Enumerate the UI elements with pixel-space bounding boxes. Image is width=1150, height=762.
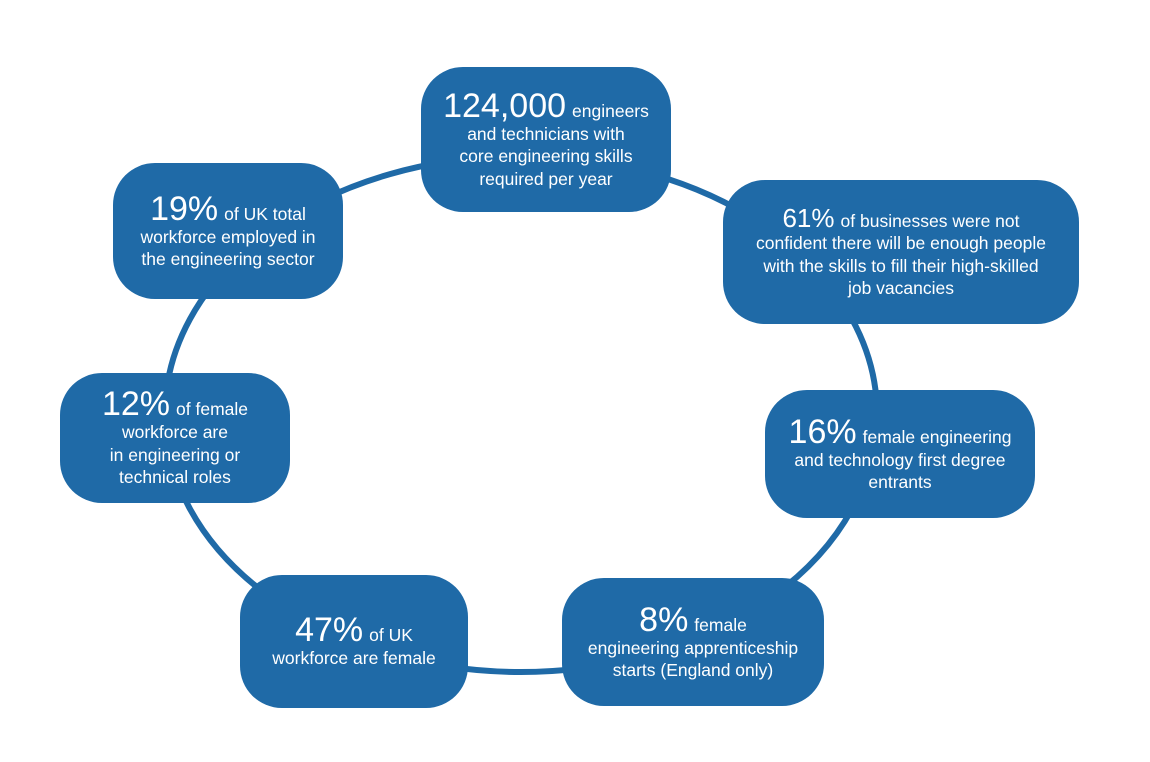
stat-box-female-apprenticeship-starts: 8%female engineering apprenticeship star… [562,578,824,706]
stat-text: technical roles [119,467,231,488]
stat-box-uk-workforce-female: 47%of UK workforce are female [240,575,468,708]
stat-figure: 124,000 [443,86,567,125]
stat-box-uk-workforce-engineering-sector: 19%of UK total workforce employed in the… [113,163,343,299]
stat-text: starts (England only) [612,660,774,680]
stat-box-female-degree-entrants: 16%female engineering and technology fir… [765,390,1035,518]
stat-text: core engineering skills [459,146,633,167]
stat-figure: 19% [150,189,219,228]
stat-text: engineers [572,100,649,121]
stat-text: workforce are [121,422,228,443]
stat-box-businesses-not-confident: 61%of businesses were not confident ther… [723,180,1079,324]
stat-text: required per year [479,168,613,189]
stat-figure: 12% [101,385,171,424]
stat-text: and technicians with [467,123,625,144]
stat-text: confident there will be enough people [756,233,1046,254]
stat-text: in engineering or [109,444,241,465]
stat-text: workforce are female [272,648,436,669]
stat-text: and technology first degree [794,449,1006,470]
stat-text: of female [176,399,249,420]
stat-text: engineering apprenticeship [587,637,799,658]
stat-text: female engineering [862,426,1012,447]
stat-text: the engineering sector [141,249,315,269]
stat-text: job vacancies [847,277,955,298]
stat-figure: 47% [295,611,364,650]
stat-box-female-workforce-engineering: 12%of female workforce are in engineerin… [60,373,290,503]
stat-figure: 16% [788,412,857,451]
stat-figure: 8% [639,600,689,639]
stat-text: with the skills to fill their high-skill… [763,255,1039,276]
stat-text: entrants [868,472,932,492]
stat-text: of UK [369,625,413,646]
stat-text: of UK total [224,203,306,224]
stat-text: workforce employed in [140,226,316,247]
stat-text: female [694,614,747,635]
stat-text: of businesses were not [840,210,1020,231]
stat-figure: 61% [782,202,835,233]
